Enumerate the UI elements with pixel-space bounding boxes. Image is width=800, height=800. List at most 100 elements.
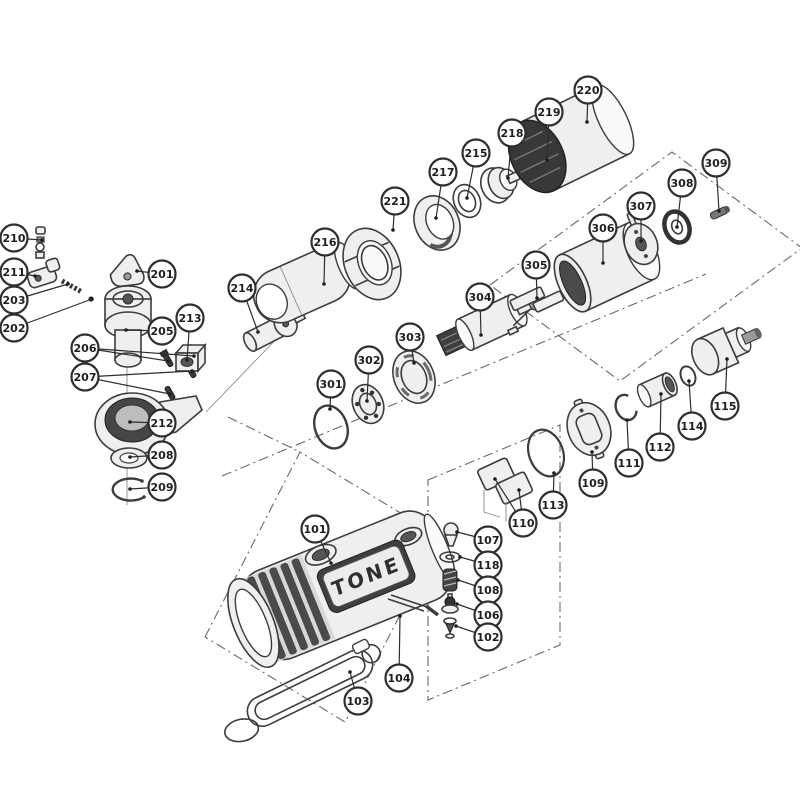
alignment-line [205,331,284,413]
housing-group: TONE [224,326,762,743]
callout-bubble [677,411,707,441]
callout-218: 218 [497,118,527,180]
part-ball-bearing [351,383,385,425]
callout-202: 202 [0,297,94,343]
callout-bubble [147,316,177,346]
dashed-axis-line [221,273,707,477]
part-inlet-o-ring [679,365,697,387]
callout-layer: 2102112032022012052062072132142122082092… [0,75,740,716]
callout-label: 309 [705,157,728,170]
callout-108: 108 [456,575,503,605]
part-pawl-lever [109,253,145,288]
callout-bubble [395,322,425,352]
dashed-corner-line [227,416,301,453]
callout-bubble [626,191,656,221]
part-coupling-nut [342,227,402,301]
callout-label: 303 [399,331,422,344]
callout-207: 207 [70,362,194,396]
callout-113: 113 [538,471,568,520]
callout-label: 103 [347,695,370,708]
callout-109: 109 [578,450,608,498]
callout-label: 206 [74,342,97,355]
callout-bubble [343,686,373,716]
callout-206: 206 [70,333,196,363]
callout-306: 306 [588,213,618,265]
callout-label: 111 [618,457,641,470]
callout-217: 217 [428,157,458,220]
part-end-plate-front [566,398,612,460]
callout-bubble [227,273,257,303]
callout-label: 205 [151,325,174,338]
callout-bubble [70,333,100,363]
callout-label: 217 [432,166,455,179]
part-cushion-ring [413,195,461,251]
callout-label: 202 [3,322,26,335]
callout-label: 109 [582,477,605,490]
part-valve-bushing [636,372,678,408]
callout-215: 215 [461,138,491,200]
part-o-ring [312,404,350,450]
callout-bubble [578,468,608,498]
callout-208: 208 [128,440,177,470]
part-spacer-ring [452,183,482,219]
callout-label: 215 [465,147,488,160]
part-valve-button [443,522,459,547]
callout-209: 209 [128,472,177,502]
callout-115: 115 [710,357,740,421]
callout-107: 107 [455,525,503,555]
callout-label: 118 [477,559,500,572]
callout-label: 220 [577,84,600,97]
callout-label: 108 [477,584,500,597]
callout-104: 104 [384,614,414,693]
callout-label: 107 [477,534,500,547]
part-retaining-ring [614,393,638,422]
callout-label: 110 [512,517,535,530]
callout-307: 307 [626,191,656,243]
part-end-plate-rear [623,212,659,266]
callout-101: 101 [300,514,333,565]
part-valve-seat [443,617,457,639]
part-valve-spring [442,568,458,592]
callout-label: 213 [179,312,202,325]
callout-label: 101 [304,523,327,536]
callout-201: 201 [135,259,177,289]
callout-bubble [354,345,384,375]
callout-label: 106 [477,609,500,622]
callout-bubble [465,282,495,312]
callout-308: 308 [667,168,697,229]
callout-bubble [645,432,675,462]
construction-lines [126,151,800,723]
callout-label: 102 [477,631,500,644]
part-reverse-knob [26,257,61,289]
callout-303: 303 [395,322,425,365]
callout-bubble [384,663,414,693]
callout-label: 113 [542,499,565,512]
callout-216: 216 [310,227,340,286]
callout-label: 203 [3,294,26,307]
callout-bubble [521,250,551,280]
callout-bubble [147,472,177,502]
callout-bubble [147,259,177,289]
callout-212: 212 [128,408,177,438]
callout-211: 211 [0,257,37,287]
callout-bubble [316,369,346,399]
callout-label: 201 [151,268,174,281]
part-inlet-pin [709,205,730,220]
part-hanger-clip [224,638,381,743]
callout-label: 308 [671,177,694,190]
callout-label: 219 [538,106,561,119]
part-detent-screw [35,226,46,259]
callout-102: 102 [454,622,503,652]
callout-label: 302 [358,354,381,367]
callout-309: 309 [701,148,731,213]
callout-219: 219 [534,97,564,162]
callout-305: 305 [521,250,551,300]
part-ring-gasket [526,428,566,478]
callout-bubble [588,213,618,243]
dashed-box-motor [489,151,800,382]
callout-213: 213 [175,303,205,362]
callout-label: 207 [74,371,97,384]
callout-label: 305 [525,259,548,272]
callout-label: 104 [388,672,411,685]
